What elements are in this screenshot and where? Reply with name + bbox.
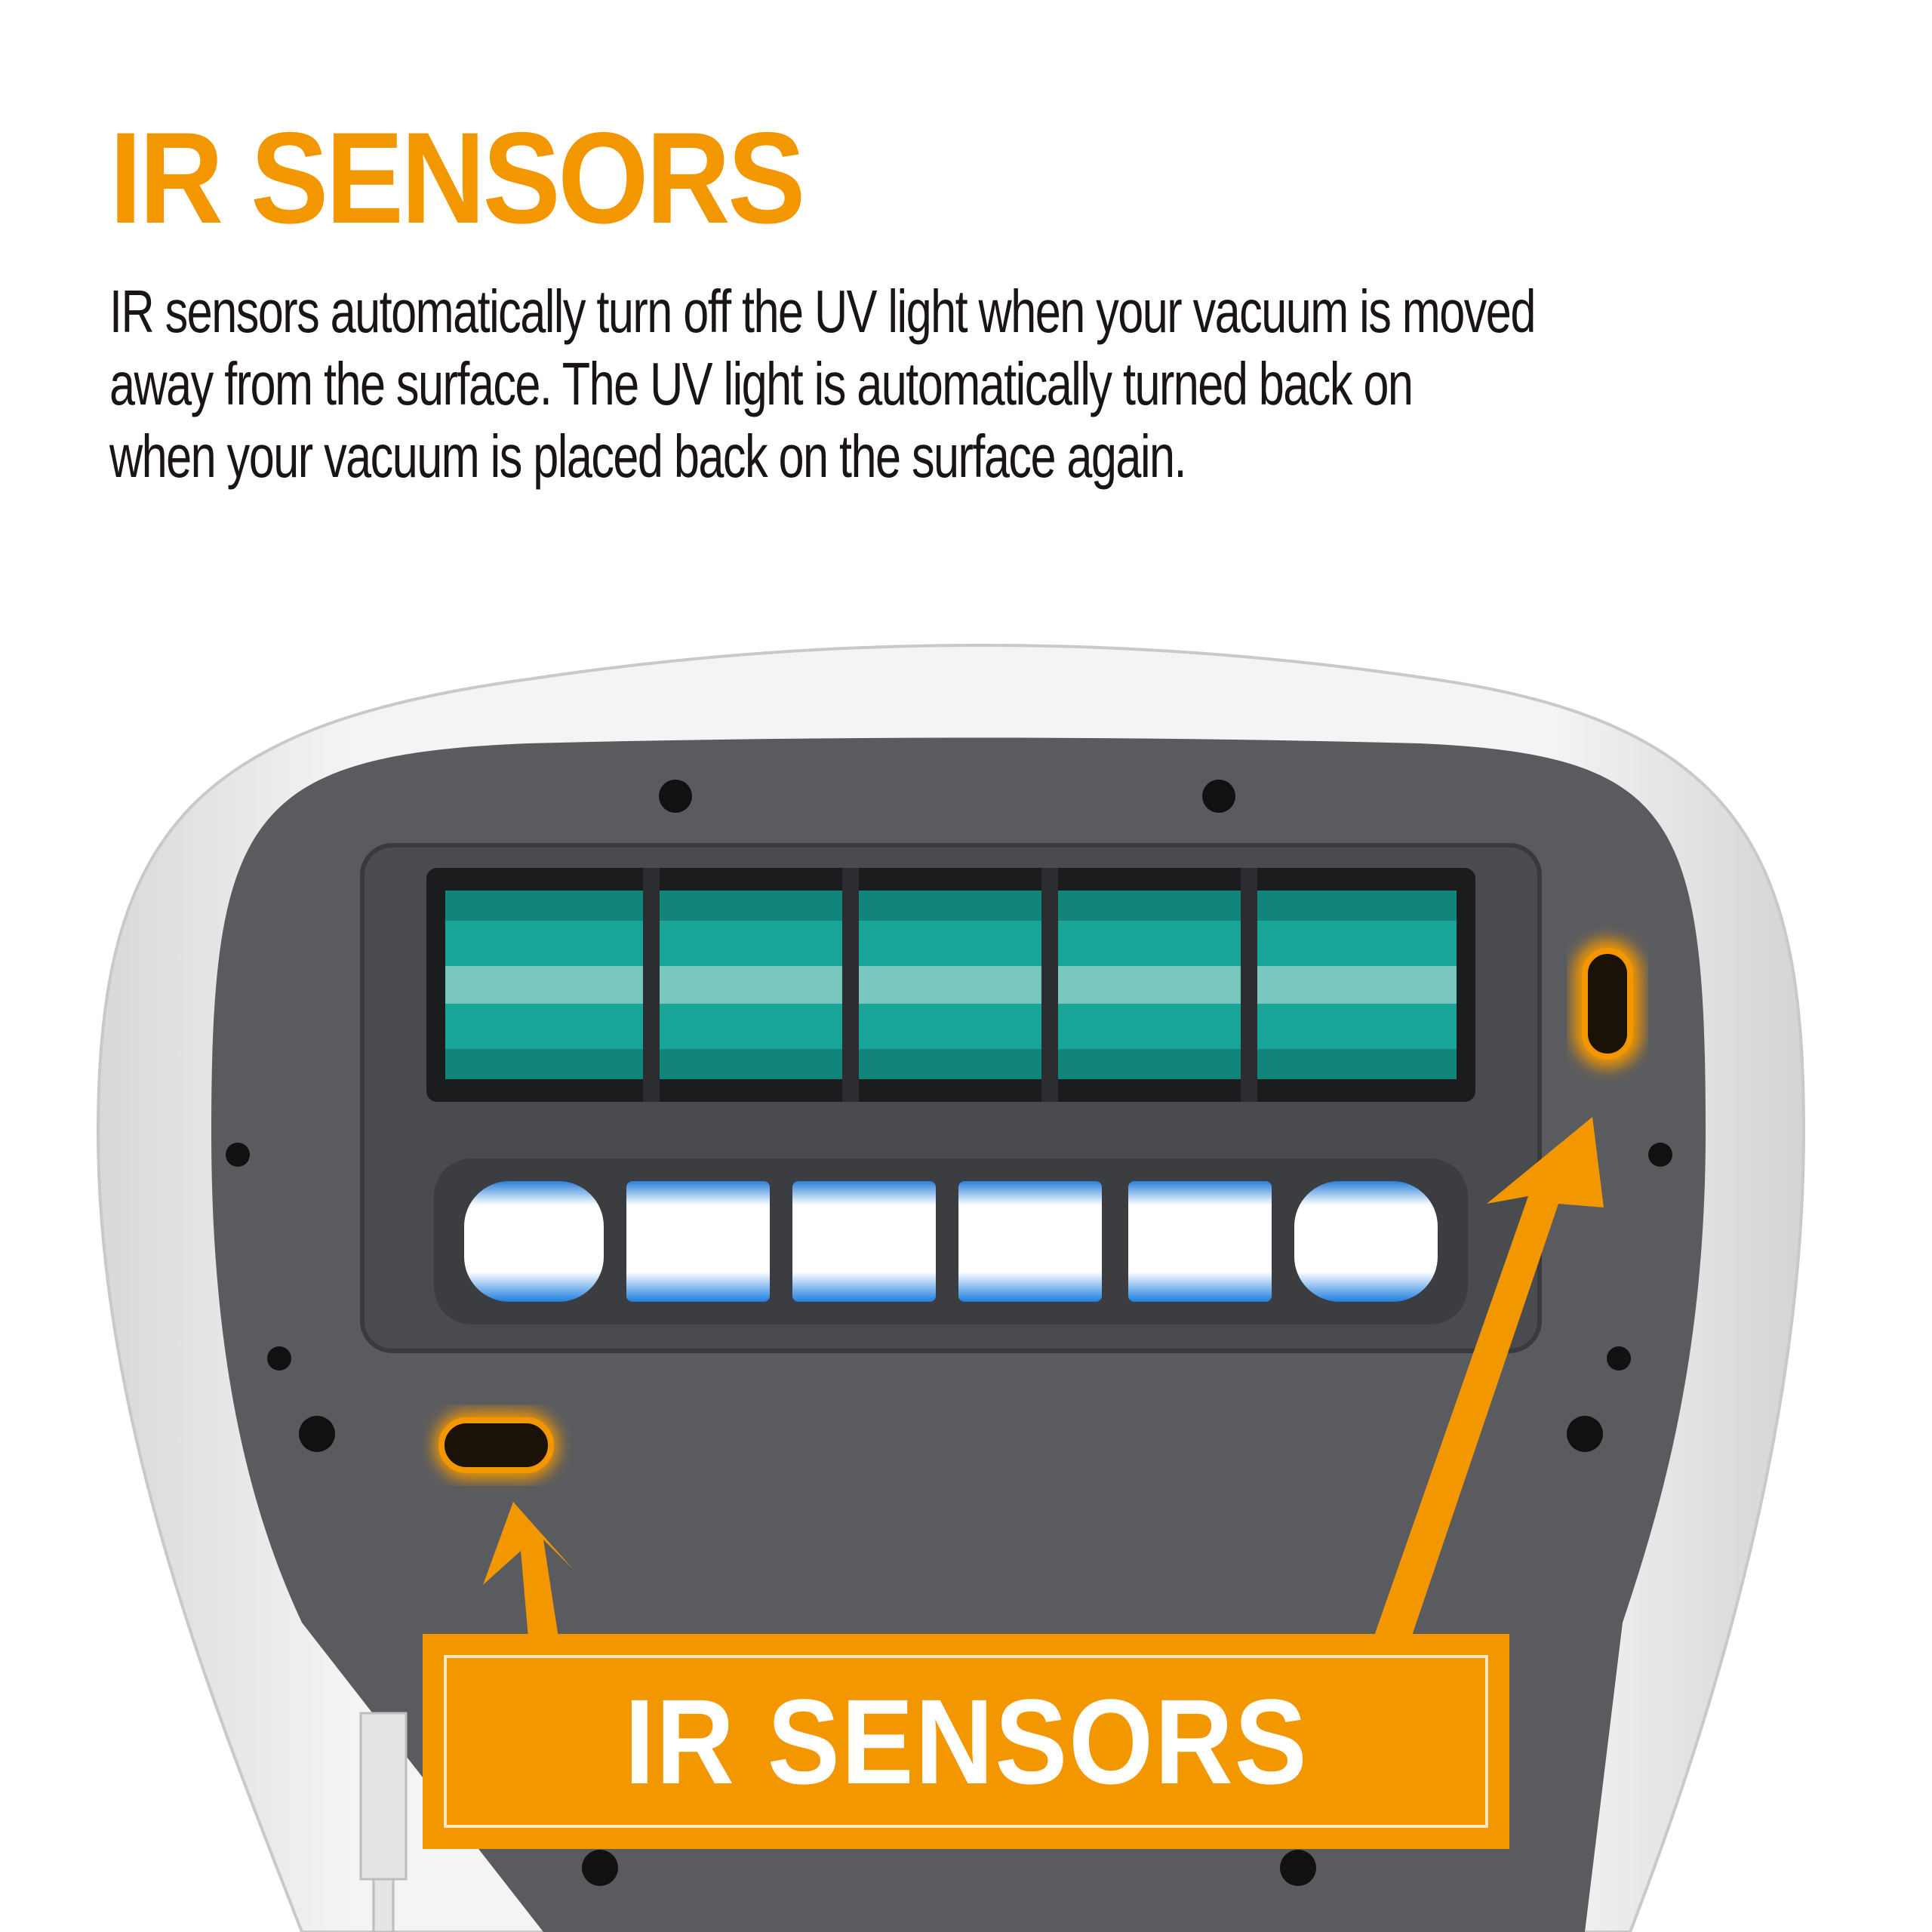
arrow-left (483, 1502, 574, 1638)
callout-border: IR SENSORS (444, 1655, 1488, 1828)
description-line: IR sensors automatically turn off the UV… (109, 278, 1536, 345)
callout-label: IR SENSORS (623, 1673, 1309, 1809)
page-title: IR SENSORS (109, 106, 805, 251)
description-line: away from the surface. The UV light is a… (109, 350, 1414, 417)
power-cord (359, 1712, 408, 1932)
screws (226, 780, 1672, 1886)
ir-sensor-left (434, 1411, 558, 1479)
description: IR sensors automatically turn off the UV… (109, 275, 1932, 493)
arrow-right (1374, 1117, 1604, 1638)
brush-roll (445, 891, 1457, 1079)
ir-sensors-callout: IR SENSORS (423, 1634, 1509, 1849)
uv-lamps (464, 1181, 1438, 1302)
ir-sensor-right (1574, 940, 1641, 1068)
description-line: when your vacuum is placed back on the s… (109, 423, 1187, 490)
